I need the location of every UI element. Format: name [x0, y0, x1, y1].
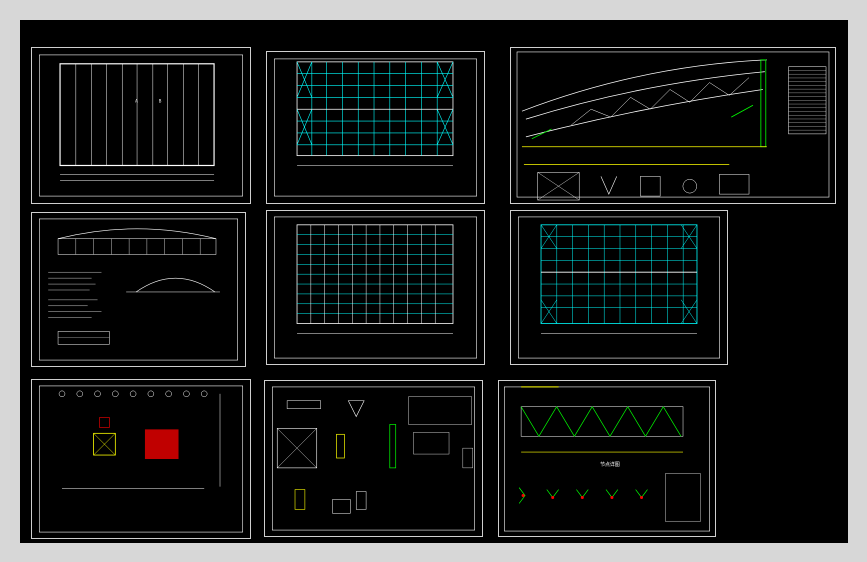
- drawing-sheet-roof-layout-1[interactable]: [266, 51, 485, 204]
- grid-label-a: A: [135, 98, 138, 103]
- section-notes-drawing: [39, 218, 238, 361]
- drawing-sheet-purlin-layout[interactable]: [266, 210, 485, 365]
- drawing-sheet-truss-detail[interactable]: 节点详图: [498, 380, 716, 537]
- drawing-sheet-connection-details[interactable]: [264, 380, 483, 537]
- truss-elevation-drawing: [516, 51, 830, 201]
- detail-title: 节点详图: [600, 461, 620, 468]
- drawing-sheet-plan-grid[interactable]: A B: [31, 47, 251, 204]
- plan-grid-drawing: A B: [39, 54, 243, 197]
- cad-model-space[interactable]: A B: [20, 20, 848, 543]
- drawing-sheet-roof-layout-2[interactable]: [510, 210, 728, 365]
- connection-details-drawing: [272, 386, 475, 531]
- purlin-layout-drawing: [274, 216, 477, 359]
- drawing-sheet-foundation-plan[interactable]: [31, 379, 251, 539]
- drawing-sheet-truss-elevation[interactable]: [510, 47, 836, 204]
- bracing-layout-drawing: [518, 216, 720, 359]
- foundation-plan-drawing: [38, 385, 244, 533]
- truss-detail-drawing: 节点详图: [504, 386, 710, 532]
- drawing-sheet-section-notes[interactable]: [31, 212, 246, 367]
- roof-layout-drawing: [274, 58, 477, 197]
- grid-label-b: B: [159, 98, 162, 103]
